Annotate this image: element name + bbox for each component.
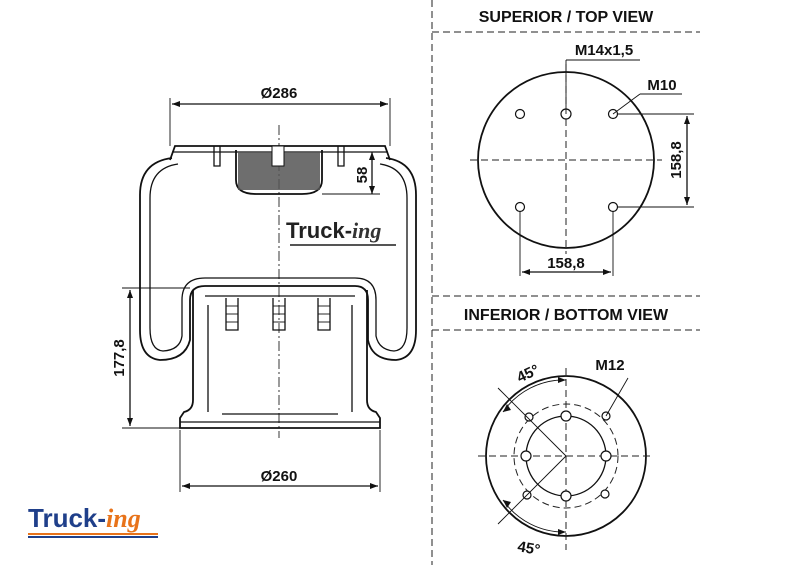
watermark-logo: Truck-ing xyxy=(286,218,396,246)
angle-bottom-label: 45° xyxy=(516,538,541,559)
stud-thread-label: M10 xyxy=(647,77,676,94)
side-view: Ø286 58 177,8 Ø260 xyxy=(111,85,417,492)
top-diameter-label: Ø286 xyxy=(261,85,298,102)
brand-logo: Truck-ing xyxy=(28,503,158,538)
svg-text:Truck-ing: Truck-ing xyxy=(28,503,141,533)
top-view-title: SUPERIOR / TOP VIEW xyxy=(479,9,654,26)
bottom-view-title: INFERIOR / BOTTOM VIEW xyxy=(464,307,669,324)
dim-bottom-diameter: Ø260 xyxy=(179,430,381,492)
bottom-diameter-label: Ø260 xyxy=(261,468,298,485)
horizontal-spacing-label: 158,8 xyxy=(547,255,585,272)
dim-height: 177,8 xyxy=(111,287,190,429)
center-thread-label: M14x1,5 xyxy=(575,42,633,59)
vertical-spacing-label: 158,8 xyxy=(668,141,685,179)
piston-studs xyxy=(225,298,331,331)
dim-bumper-height: 58 xyxy=(322,152,380,195)
bumper-height-label: 58 xyxy=(354,167,371,184)
height-label: 177,8 xyxy=(111,339,128,377)
angle-top-label: 45° xyxy=(514,361,542,386)
top-view: SUPERIOR / TOP VIEW M14x1,5 M10 158,8 15… xyxy=(470,9,694,276)
dim-top-diameter: Ø286 xyxy=(169,85,391,146)
bottom-view: INFERIOR / BOTTOM VIEW M12 45° 45° xyxy=(464,307,669,559)
svg-text:Truck-ing: Truck-ing xyxy=(286,218,381,243)
bottom-stud-thread-label: M12 xyxy=(595,357,624,374)
view-separators xyxy=(431,0,700,565)
